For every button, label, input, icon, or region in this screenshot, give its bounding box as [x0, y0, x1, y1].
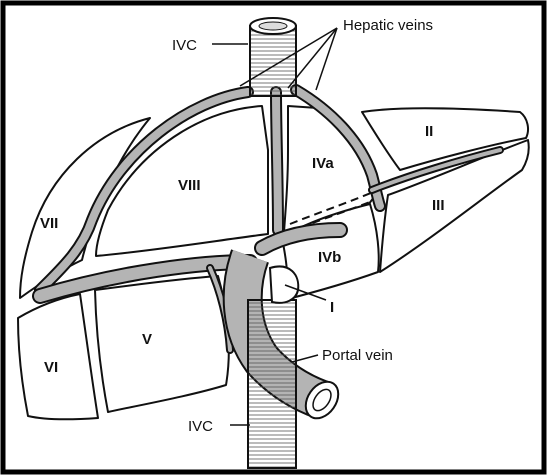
segment-iva-label: IVa — [312, 155, 334, 172]
segment-iii-label: III — [432, 197, 445, 214]
segment-viii-label: VIII — [178, 177, 201, 194]
segment-ii-label: II — [425, 123, 433, 140]
segment-vi-label: VI — [44, 359, 58, 376]
hepatic-veins-label: Hepatic veins — [343, 17, 433, 34]
ivc-bottom-label: IVC — [188, 418, 213, 435]
caudate-segment-label: I — [330, 299, 334, 316]
segment-ivb-label: IVb — [318, 249, 341, 266]
segment-vii-label: VII — [40, 215, 58, 232]
caudate-lobe-shape — [270, 267, 298, 303]
segment-v-label: V — [142, 331, 152, 348]
portal-vein-label: Portal vein — [322, 347, 393, 364]
ivc-top-label: IVC — [172, 37, 197, 54]
